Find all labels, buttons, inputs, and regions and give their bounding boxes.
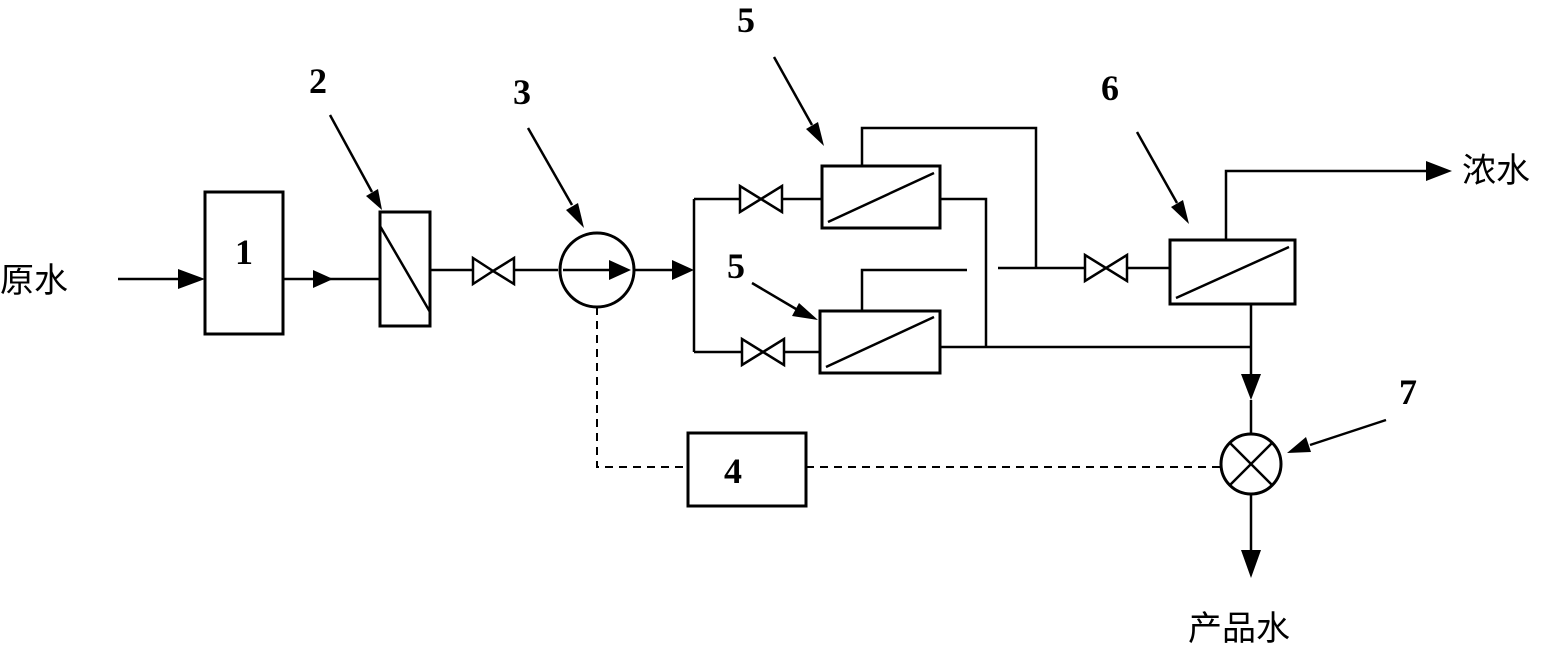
unit-5-upper-label: 5 — [737, 0, 755, 40]
unit-5-lower-diagonal — [825, 315, 935, 369]
unit-2-label: 2 — [309, 61, 327, 101]
unit-7-pointer — [1309, 418, 1387, 447]
flow-arrow-1-2 — [313, 270, 333, 288]
unit-4-controller-box — [686, 431, 808, 508]
unit-5-lower-pointer-head — [792, 303, 818, 320]
unit-3-label: 3 — [513, 72, 531, 112]
concentrate-label: 浓水 — [1462, 151, 1530, 191]
flow-arrow-split — [672, 260, 694, 280]
unit-6-pointer-head — [1171, 200, 1189, 224]
unit-5-lower-pointer — [751, 281, 797, 311]
unit-6-diagonal — [1175, 245, 1290, 300]
sensor-cross-b — [1229, 442, 1273, 486]
upper-concentrate-pipe — [860, 126, 1038, 268]
unit-2-pointer — [328, 114, 374, 193]
unit-1-box — [203, 190, 285, 336]
concentrate-outlet-arrow — [1426, 161, 1452, 181]
unit-1-label: 1 — [235, 232, 253, 272]
pump-arrow-icon — [609, 260, 631, 280]
product-outlet-arrow — [1241, 550, 1261, 578]
unit-5-lower-label: 5 — [727, 246, 745, 286]
raw-water-label: 原水 — [0, 261, 68, 301]
unit-5-upper-pointer-head — [806, 122, 824, 146]
unit-4-label: 4 — [724, 451, 742, 491]
product-water-label: 产品水 — [1188, 609, 1290, 645]
pump-signal-line — [596, 307, 688, 468]
inlet-arrow — [178, 269, 205, 289]
lower-concentrate-pipe — [860, 268, 967, 311]
concentrate-outlet-pipe — [1224, 169, 1428, 240]
unit-5-upper-pointer — [772, 56, 814, 126]
upper-permeate-pipe — [940, 197, 988, 347]
valve-icon-lower — [740, 336, 786, 368]
valve-icon-upper — [738, 183, 784, 215]
unit-2-pointer-head — [366, 189, 382, 210]
unit-6-label: 6 — [1101, 68, 1119, 108]
unit-6-pointer — [1135, 131, 1179, 204]
unit-3-pointer-head — [566, 203, 584, 228]
valve-icon-inlet — [471, 255, 516, 287]
mixer-inlet-arrow — [1241, 374, 1261, 400]
unit-7-label: 7 — [1399, 372, 1417, 412]
unit-7-pointer-head — [1287, 437, 1311, 453]
valve-icon-stage2 — [1083, 252, 1129, 284]
unit-2-filter-diagonal — [378, 225, 432, 313]
unit-3-pointer — [526, 127, 574, 206]
unit-5-upper-diagonal — [827, 171, 935, 224]
